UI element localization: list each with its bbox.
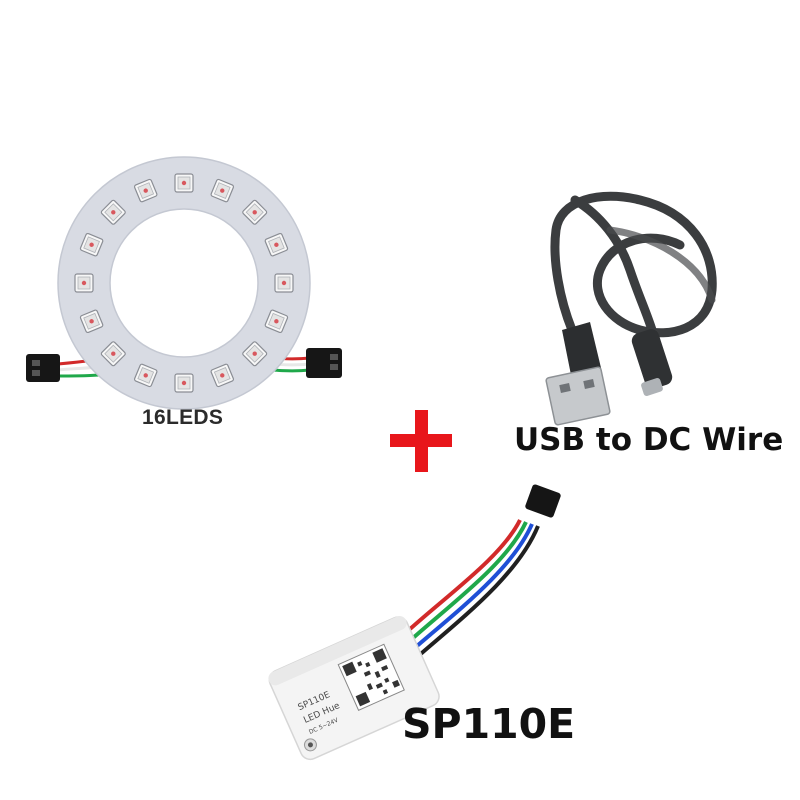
led-chip [264,309,289,334]
led-chip [174,373,194,393]
led-chip [133,178,158,203]
led-chip [242,341,268,367]
led-ring-label: 16LEDS [142,406,224,429]
led-chip [242,199,268,225]
led-chip [100,341,126,367]
led-chip [210,178,235,203]
led-chip [264,232,289,257]
led-chip [79,232,104,257]
plus-icon [415,410,428,472]
led-chip [79,309,104,334]
usb-cable-icon [545,191,717,426]
led-ring-left-connector [26,354,125,382]
led-chip [174,173,194,193]
usb-plug [545,322,611,426]
led-chip [74,273,94,293]
led-chip [133,363,158,388]
led-chips [74,173,294,393]
usb-cable-label: USB to DC Wire [514,422,784,458]
dc-plug [631,329,673,396]
controller-icon: SP110E LED Hue DC 5~24V [268,484,561,761]
led-chip [274,273,294,293]
controller-label: SP110E [402,700,576,748]
led-chip [100,199,126,225]
led-chip [210,363,235,388]
